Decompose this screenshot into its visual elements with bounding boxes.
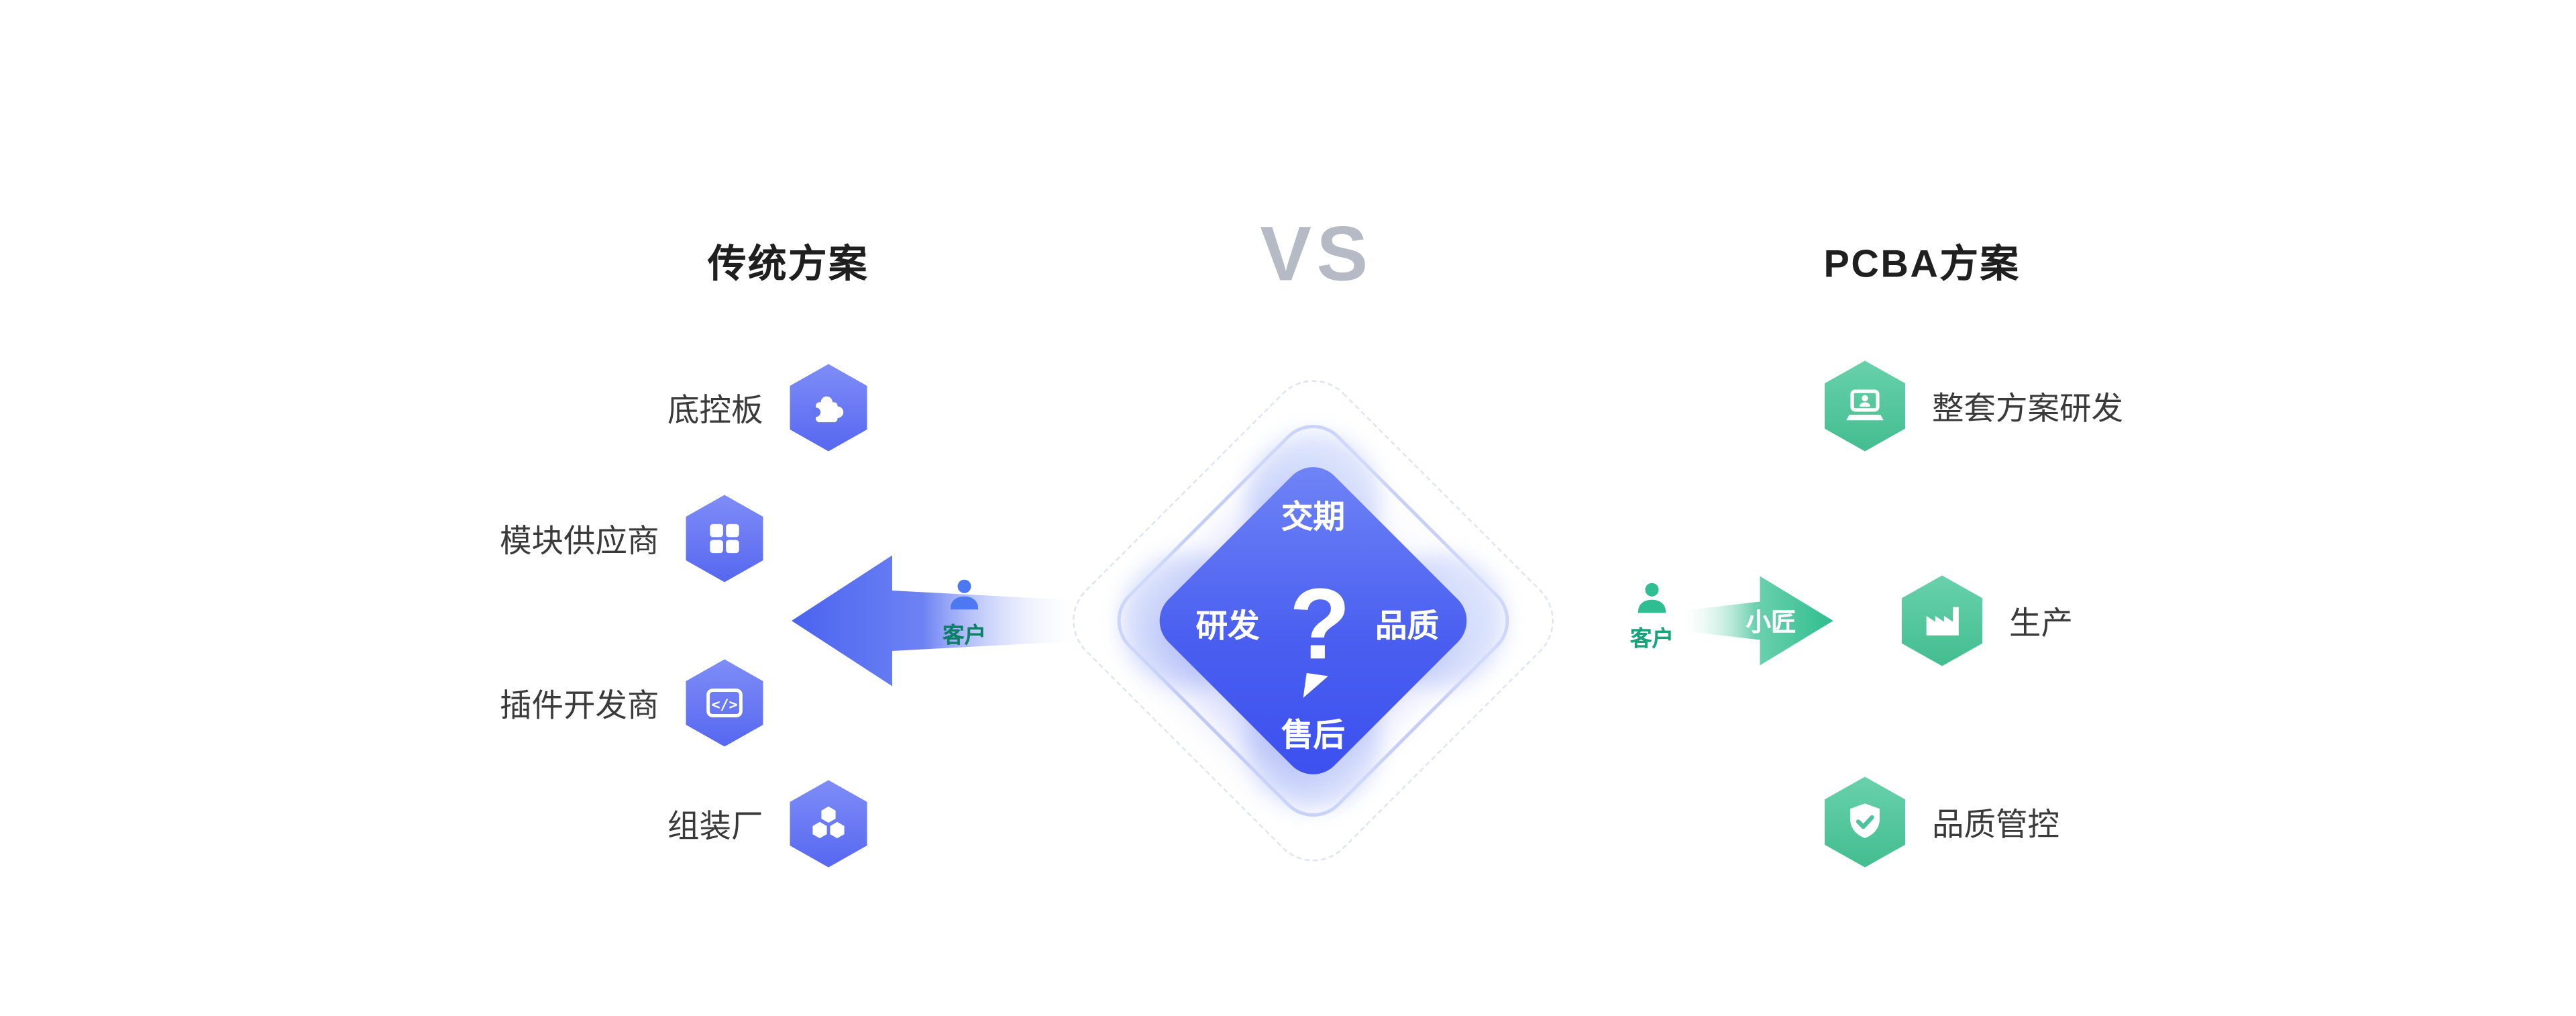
- item-label: 底控板: [667, 393, 763, 429]
- traditional-item-assembly: 组装厂: [667, 778, 867, 869]
- item-label: 生产: [2009, 606, 2074, 642]
- center-question-diamond: 交期 研发 品质 售后 ?: [1055, 362, 1572, 880]
- item-label: 模块供应商: [499, 524, 659, 560]
- traditional-item-module: 模块供应商: [500, 493, 763, 584]
- hex-badge: [686, 495, 763, 582]
- diamond-label-rnd: 研发: [1195, 609, 1260, 646]
- diamond-label-aftersales: 售后: [1281, 719, 1346, 754]
- vs-label: VS: [1260, 209, 1373, 297]
- customer-label: 客户: [1629, 625, 1674, 652]
- item-label: 品质管控: [1932, 807, 2060, 844]
- item-label: 整套方案研发: [1932, 391, 2124, 427]
- diamond-label-delivery: 交期: [1281, 501, 1346, 536]
- item-label: 组装厂: [667, 809, 763, 845]
- customer-label: 客户: [942, 622, 986, 648]
- traditional-title: 传统方案: [708, 242, 869, 285]
- laptop-person-icon: [1846, 389, 1884, 421]
- svg-text:</>: </>: [711, 697, 737, 713]
- puzzle-icon: [811, 396, 844, 423]
- code-plugin-icon: </>: [706, 689, 743, 717]
- shield-check-icon: [1850, 803, 1880, 838]
- hex-badge: [1825, 776, 1905, 868]
- speech-bubble-tail-icon: [1303, 672, 1328, 701]
- partner-label: 小匠: [1746, 609, 1796, 638]
- customer-person-icon: [951, 579, 978, 610]
- pcba-item-rnd: 整套方案研发: [1825, 360, 2124, 452]
- factory-icon: [1926, 607, 1959, 636]
- diamond-label-quality: 品质: [1375, 609, 1440, 646]
- customer-person-icon: [1638, 582, 1666, 613]
- pcba-item-quality: 品质管控: [1825, 776, 2060, 868]
- hex-badge: [790, 364, 867, 452]
- hex-badge: [790, 780, 867, 868]
- pcba-title: PCBA方案: [1823, 242, 2021, 285]
- traditional-item-plugin: 插件开发商 </>: [500, 658, 763, 748]
- traditional-flow-arrow: [792, 555, 1083, 687]
- hex-badge: </>: [686, 659, 763, 747]
- hex-badge: [1902, 575, 1982, 666]
- hex-badge: [1825, 360, 1905, 452]
- hexagon-cluster-icon: [812, 806, 845, 839]
- item-label: 插件开发商: [499, 689, 659, 724]
- pcba-item-production: 生产: [1902, 575, 2074, 666]
- pcba-flow-arrow: [1677, 576, 1833, 666]
- traditional-item-board: 底控板: [667, 362, 867, 453]
- module-grid-icon: [710, 523, 739, 554]
- question-mark: ?: [1289, 568, 1351, 680]
